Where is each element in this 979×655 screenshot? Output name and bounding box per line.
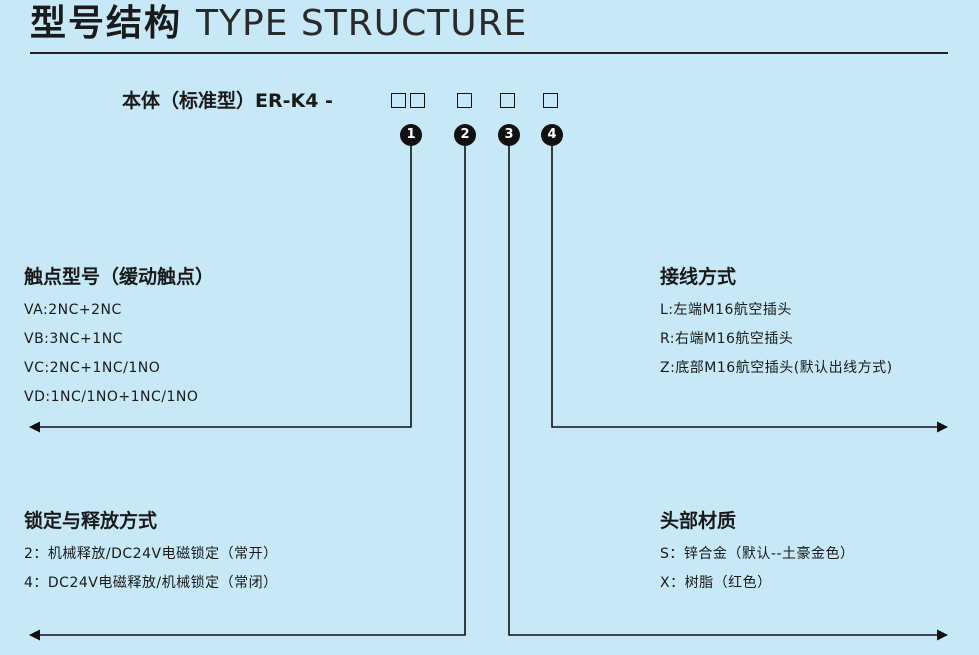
marker-2: 2: [454, 124, 476, 146]
marker-4: 4: [541, 124, 563, 146]
head-item: S：锌合金（默认--土豪金色）: [660, 546, 855, 562]
wiring-section-title: 接线方式: [660, 266, 737, 288]
wiring-item: Z:底部M16航空插头(默认出线方式): [660, 360, 893, 376]
contact-section-title: 触点型号（缓动触点）: [24, 266, 215, 288]
lock-section-title: 锁定与释放方式: [24, 510, 158, 532]
page-title: 型号结构 TYPE STRUCTURE: [30, 6, 527, 42]
connector-contact: [28, 146, 412, 433]
connector-head: [508, 146, 949, 641]
connector-wiring: [551, 146, 949, 433]
code-box-3: [500, 93, 515, 108]
code-box-1a: [391, 93, 406, 108]
lock-item: 2：机械释放/DC24V电磁锁定（常开）: [24, 546, 278, 562]
marker-3: 3: [498, 124, 520, 146]
model-code-prefix: 本体（标准型）ER-K4 -: [122, 90, 333, 112]
code-box-1b: [410, 93, 425, 108]
contact-item: VA:2NC+2NC: [24, 302, 122, 318]
contact-item: VB:3NC+1NC: [24, 331, 123, 347]
code-box-4: [543, 93, 558, 108]
wiring-item: L:左端M16航空插头: [660, 302, 792, 318]
title-english: TYPE STRUCTURE: [196, 3, 528, 44]
head-section-title: 头部材质: [660, 510, 737, 532]
head-item: X：树脂（红色）: [660, 575, 772, 591]
title-chinese: 型号结构: [30, 3, 183, 44]
title-divider: [30, 52, 948, 54]
contact-item: VC:2NC+1NC/1NO: [24, 360, 161, 376]
marker-1: 1: [400, 124, 422, 146]
code-box-2: [457, 93, 472, 108]
connector-lock: [28, 146, 466, 641]
wiring-item: R:右端M16航空插头: [660, 331, 794, 347]
lock-item: 4：DC24V电磁释放/机械锁定（常闭）: [24, 575, 278, 591]
contact-item: VD:1NC/1NO+1NC/1NO: [24, 389, 199, 405]
